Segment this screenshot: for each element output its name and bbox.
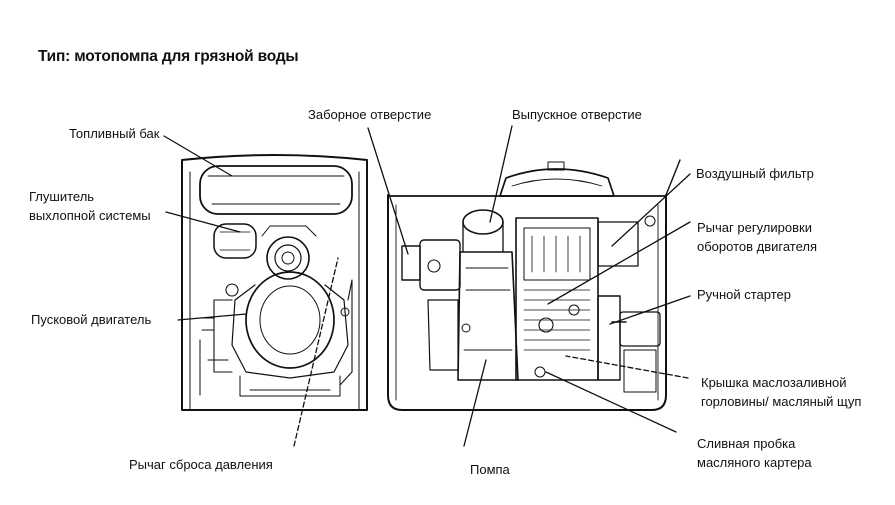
leader-outlet bbox=[489, 125, 513, 223]
label-pump: Помпа bbox=[470, 462, 510, 477]
leader-pump bbox=[463, 359, 487, 447]
label-oil-cap-line2: горловины/ масляный щуп bbox=[701, 394, 862, 409]
label-air-filter: Воздушный фильтр bbox=[696, 166, 814, 181]
leader-intake bbox=[367, 127, 409, 255]
side-view bbox=[387, 159, 681, 411]
label-pressure-lever: Рычаг сброса давления bbox=[129, 457, 273, 472]
leader-lines bbox=[163, 125, 691, 447]
fuel-tank bbox=[199, 165, 353, 215]
muffler bbox=[213, 223, 257, 259]
leader-muffler bbox=[165, 211, 241, 233]
pump-housing bbox=[457, 251, 519, 381]
label-outlet: Выпускное отверстие bbox=[512, 107, 642, 122]
leader-speed-lever bbox=[547, 221, 691, 305]
label-intake: Заборное отверстие bbox=[308, 107, 432, 122]
recoil-starter bbox=[597, 295, 621, 381]
leader-starter-engine bbox=[177, 313, 247, 321]
front-frame bbox=[181, 154, 368, 411]
label-fuel-tank: Топливный бак bbox=[69, 126, 160, 141]
intake-pipe bbox=[401, 245, 421, 281]
leader-oil-cap bbox=[565, 355, 689, 379]
engine-body bbox=[245, 271, 335, 369]
leader-fuel-tank bbox=[163, 135, 233, 177]
leader-pressure-lever bbox=[293, 257, 339, 447]
intake-port bbox=[266, 236, 310, 280]
label-oil-cap-line1: Крышка маслозаливной bbox=[701, 375, 847, 390]
label-muffler-line2: выхлопной системы bbox=[29, 208, 151, 223]
label-drain-line2: масляного картера bbox=[697, 455, 812, 470]
air-filter bbox=[499, 168, 615, 197]
front-view bbox=[181, 154, 368, 411]
label-speed-lever-line2: оборотов двигателя bbox=[697, 239, 818, 254]
diagram-title: Тип: мотопомпа для грязной воды bbox=[38, 48, 299, 65]
leader-recoil-starter bbox=[609, 295, 691, 325]
leader-air-filter bbox=[611, 173, 691, 247]
leader-drain bbox=[545, 371, 677, 433]
outlet-port bbox=[462, 209, 504, 235]
label-recoil-starter: Ручной стартер bbox=[697, 287, 791, 302]
label-drain-line1: Сливная пробка bbox=[697, 436, 796, 451]
label-starter-engine: Пусковой двигатель bbox=[31, 312, 152, 327]
side-frame bbox=[387, 194, 667, 411]
label-speed-lever-line1: Рычаг регулировки bbox=[697, 220, 812, 235]
label-muffler-line1: Глушитель bbox=[29, 189, 95, 204]
